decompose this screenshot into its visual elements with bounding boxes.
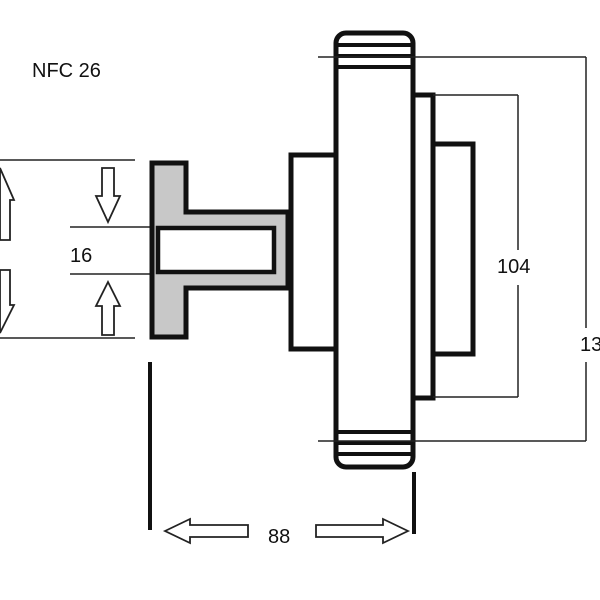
arrow-down-partial-icon (0, 269, 16, 334)
arrow-right-icon (315, 517, 411, 545)
bore-dimension (0, 159, 150, 339)
arrow-up-partial-icon (0, 167, 16, 241)
flange-neck (288, 152, 339, 352)
disc-grooves-bottom (338, 430, 411, 456)
arrow-up-icon (94, 279, 122, 336)
flange-dimension (433, 94, 519, 398)
flange-dimension-label: 104 (497, 256, 530, 278)
spigot (430, 141, 476, 357)
main-disc (333, 30, 416, 470)
overall-dimension (318, 56, 587, 442)
overall-dimension-label: 13 (580, 334, 600, 356)
arrow-down-icon (94, 167, 122, 225)
hub-bore (155, 225, 277, 275)
length-dimension-label: 88 (268, 526, 290, 548)
bore-dimension-label: 16 (70, 245, 92, 267)
secondary-flange (410, 92, 436, 401)
drawing-title: NFC 26 (32, 60, 101, 82)
arrow-left-icon (162, 517, 249, 545)
disc-grooves-top (338, 43, 411, 69)
